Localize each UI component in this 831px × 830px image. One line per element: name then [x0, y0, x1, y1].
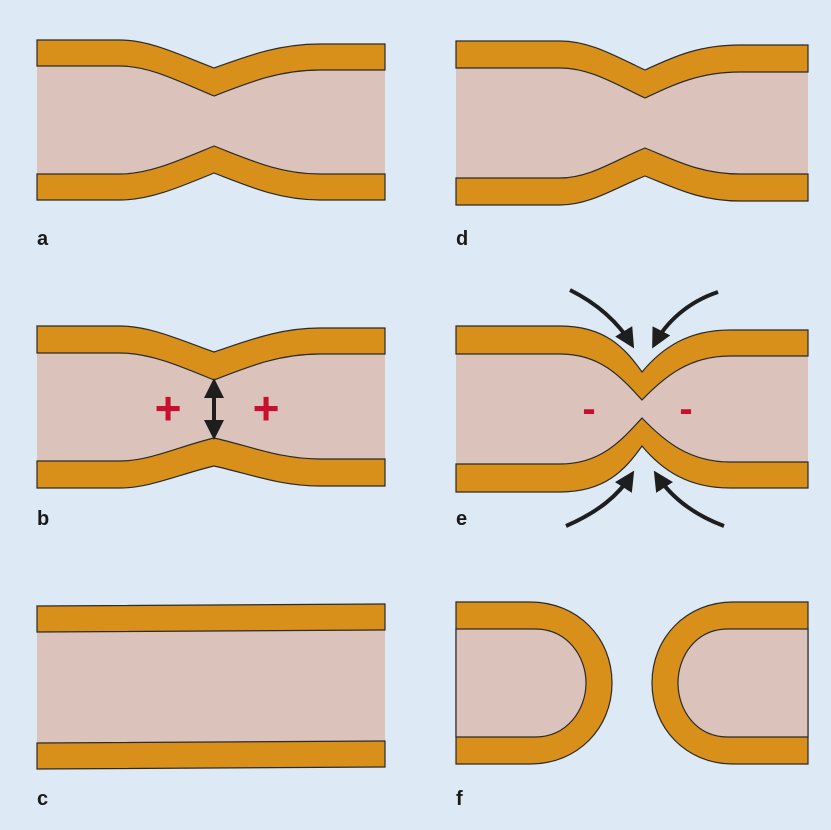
charge-sign-right: +	[253, 382, 280, 434]
panel-label-f: f	[456, 788, 463, 810]
cell-lumen	[37, 630, 385, 743]
charge-sign-left: -	[582, 387, 595, 431]
right-cell-lumen	[678, 629, 808, 737]
charge-sign-left: +	[155, 382, 182, 434]
left-cell-lumen	[456, 629, 586, 737]
panel-label-e: e	[456, 508, 467, 530]
lower-membrane	[37, 741, 385, 769]
panel-label-a: a	[37, 228, 49, 250]
panel-label-d: d	[456, 228, 468, 250]
panel-label-b: b	[37, 508, 49, 530]
charge-sign-right: -	[679, 387, 692, 431]
panel-label-c: c	[37, 788, 48, 810]
upper-membrane	[37, 604, 385, 632]
